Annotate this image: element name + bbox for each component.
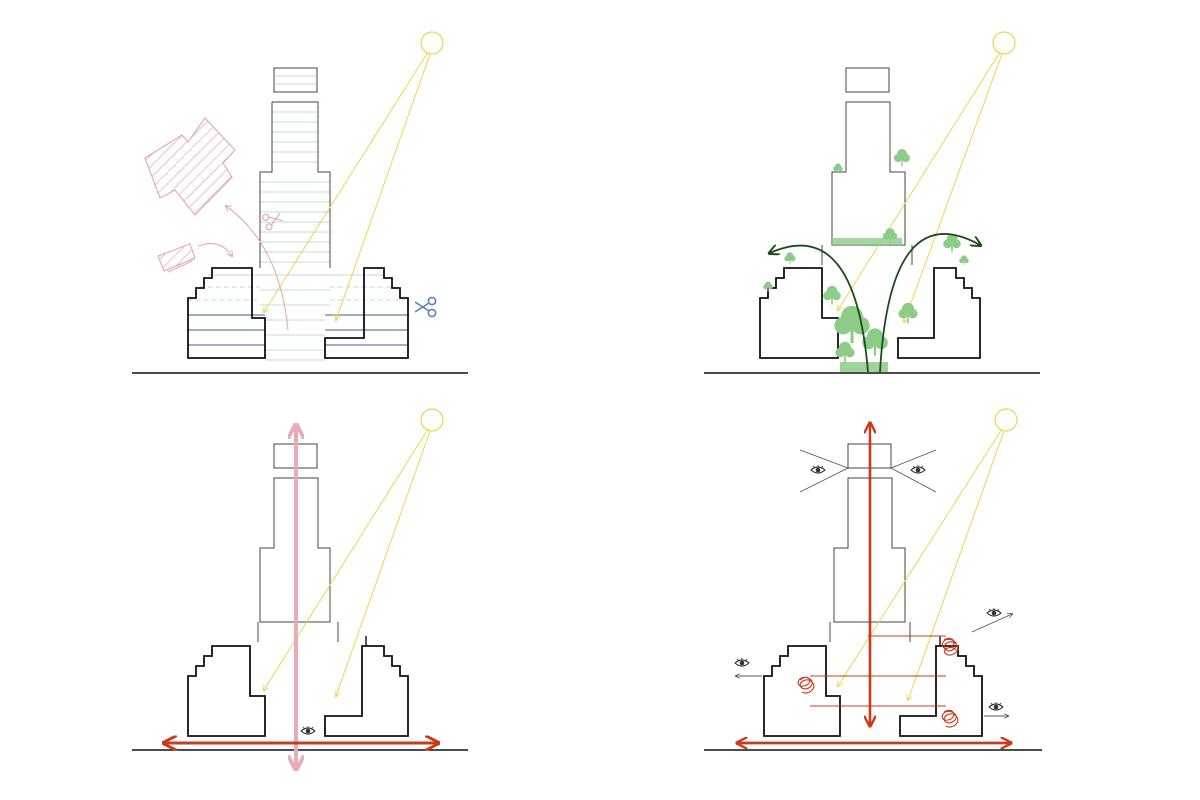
tree-icons bbox=[762, 148, 970, 372]
sun-icon bbox=[420, 408, 444, 432]
eye-icon bbox=[734, 657, 750, 667]
eye-icon bbox=[910, 464, 926, 474]
scissors-icon bbox=[414, 296, 437, 318]
scissors-icon bbox=[262, 212, 283, 231]
eye-icon bbox=[988, 701, 1004, 711]
spiral-ramps bbox=[797, 635, 959, 728]
panel-flow bbox=[132, 408, 468, 768]
panel-greenery bbox=[704, 31, 1040, 374]
eye-icon bbox=[300, 725, 316, 735]
sun-icon bbox=[420, 31, 444, 55]
panel-carving bbox=[132, 31, 468, 374]
sun-icon bbox=[992, 31, 1016, 55]
green-arrow-right bbox=[879, 233, 980, 373]
wedge-block bbox=[157, 243, 196, 273]
view-cones bbox=[799, 449, 937, 493]
right-wing-lines bbox=[325, 274, 408, 346]
sun-icon bbox=[994, 408, 1018, 432]
tower-floor-lines bbox=[260, 111, 330, 361]
hatched-block bbox=[144, 117, 236, 216]
eye-icon bbox=[810, 464, 826, 474]
eye-icon bbox=[986, 607, 1002, 617]
left-wing-lines bbox=[188, 274, 265, 346]
panel-views-circulation bbox=[704, 408, 1042, 751]
green-arrow-left bbox=[770, 246, 869, 373]
